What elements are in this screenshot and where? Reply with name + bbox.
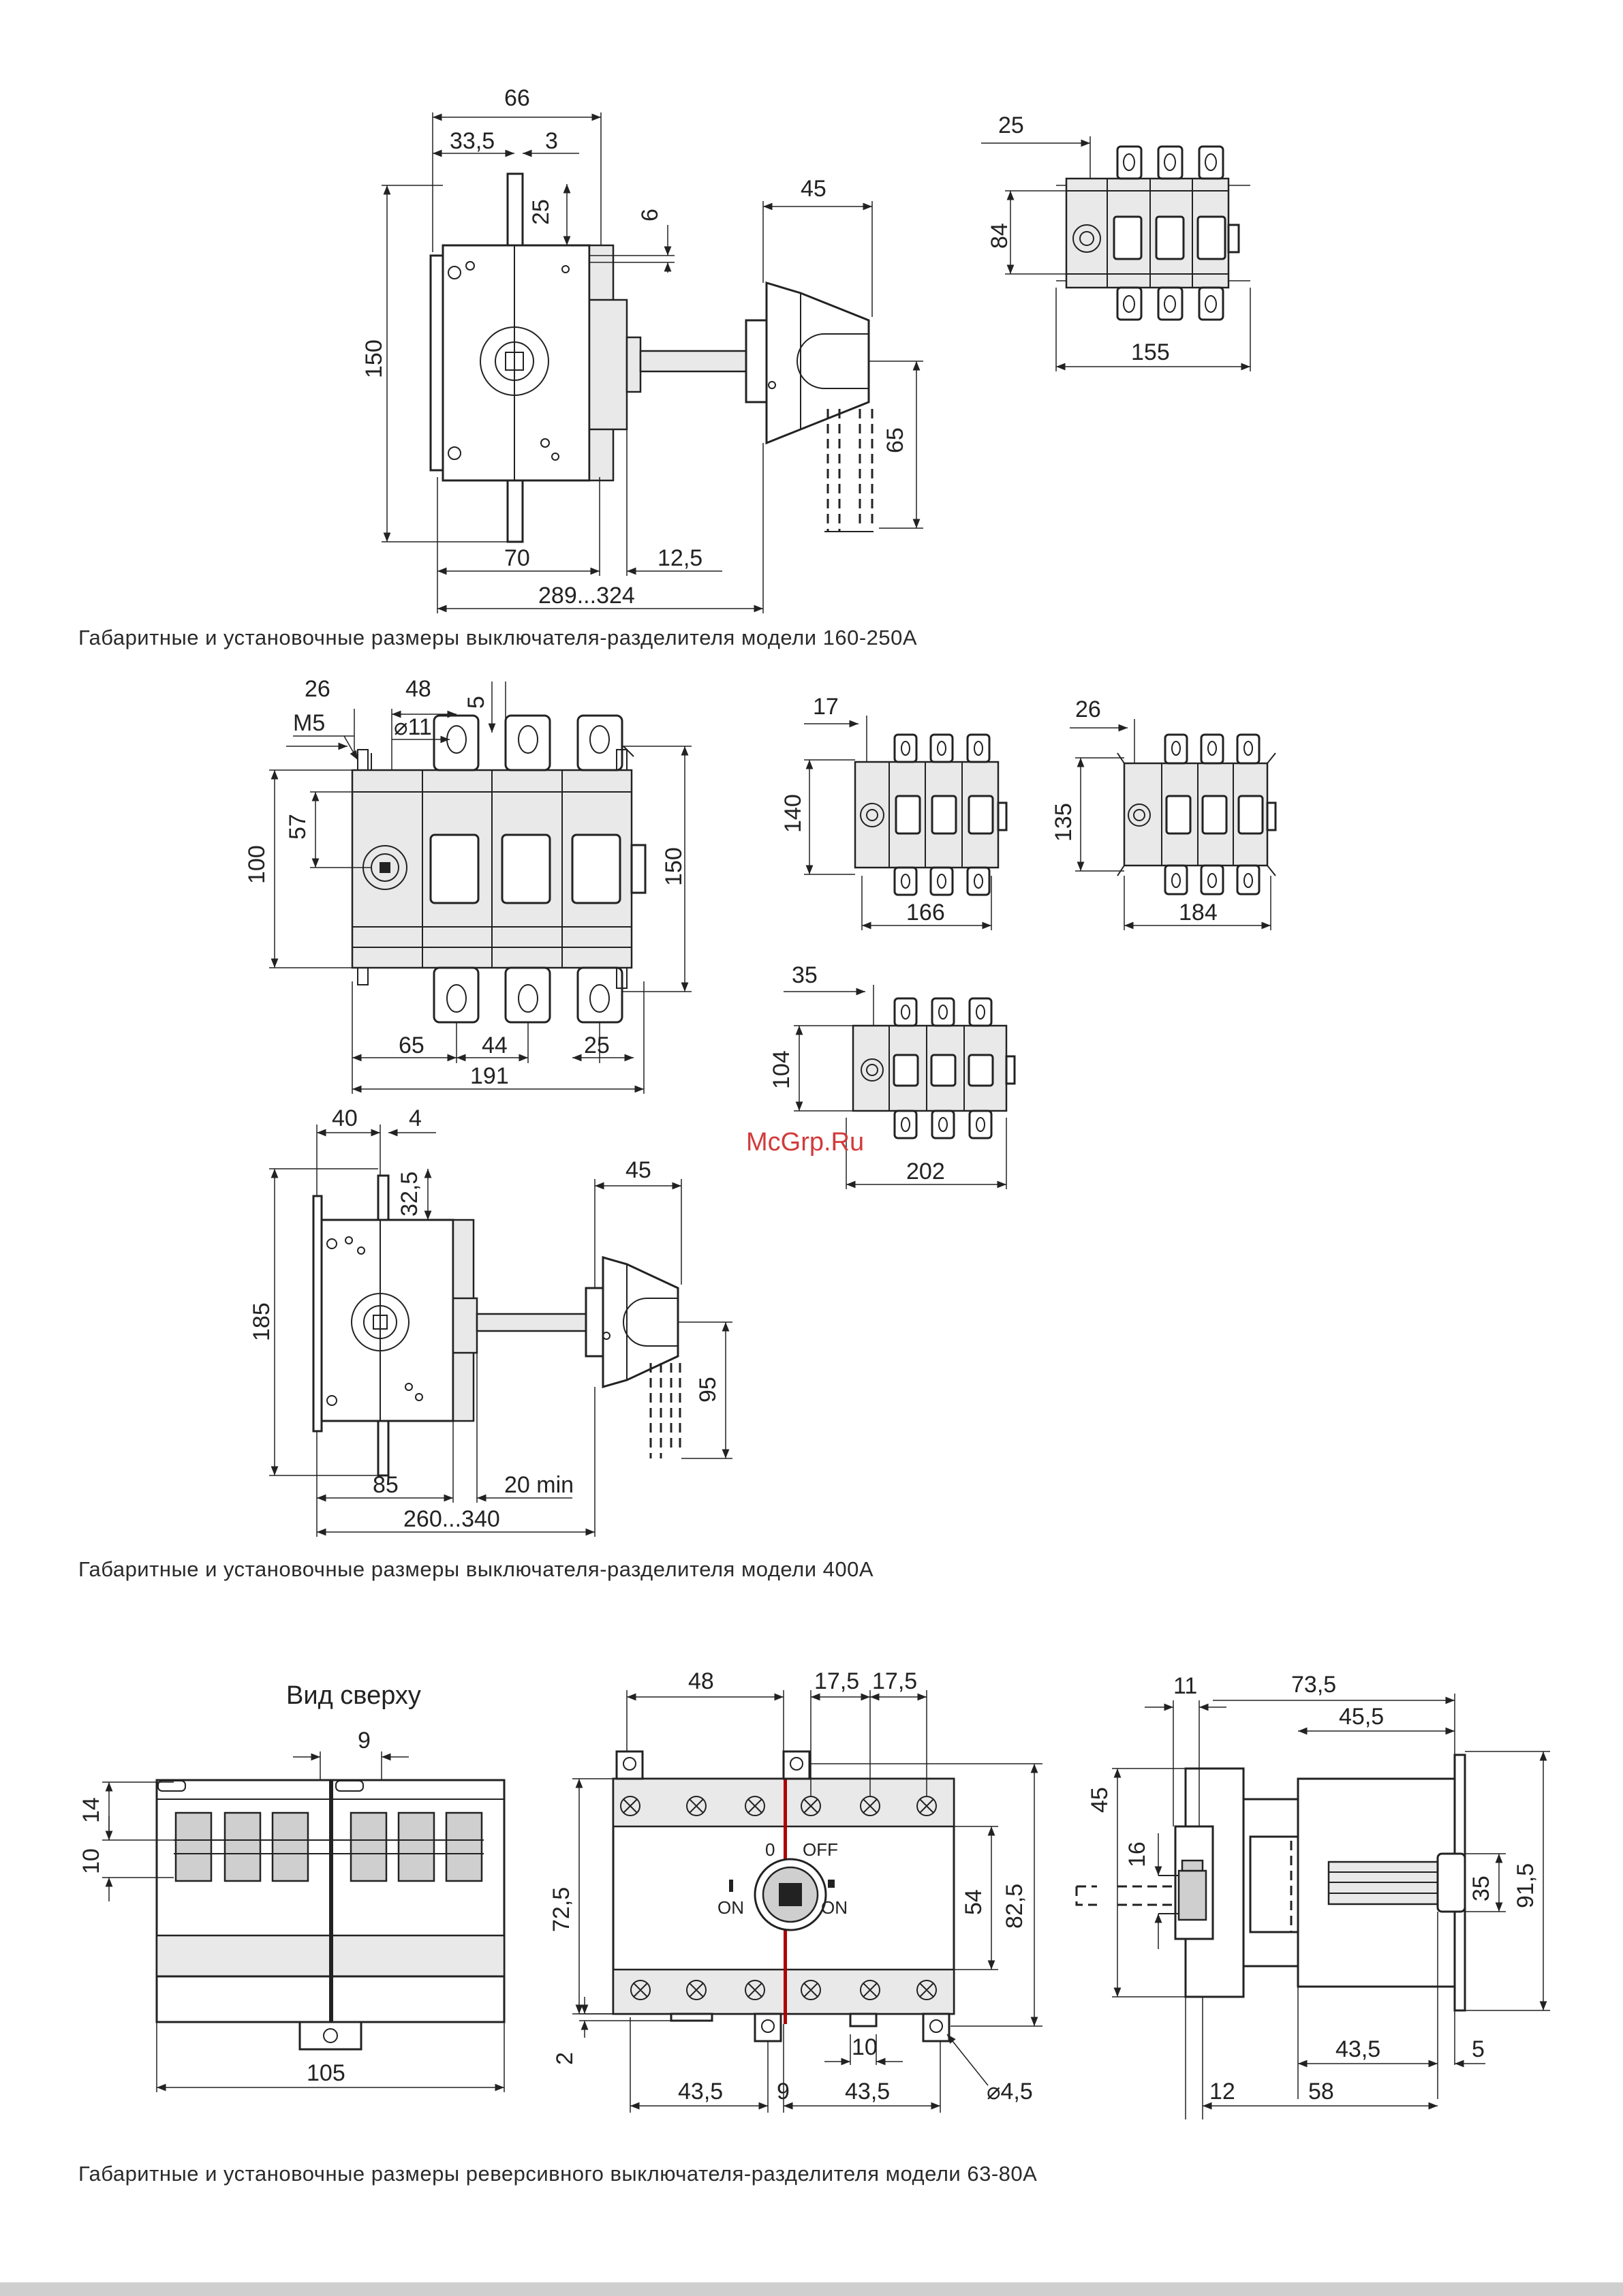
dim-150: 150: [361, 339, 387, 378]
dim-66: 66: [504, 85, 530, 111]
drawing-160-250-side-view: 66 33,5 3 25 6 150 45 65 70 12,5 289...3…: [361, 85, 923, 613]
bottom-rule: [0, 2282, 1623, 2296]
dim-26-v2: 26: [1075, 697, 1101, 722]
dim-dia11: ⌀11: [394, 714, 432, 740]
dim-25-400: 25: [584, 1032, 610, 1058]
drawing-63-80-front-view: 0 OFF ON ON 48 17,5 17,5 72,5 54 82,5 2: [548, 1668, 1042, 2113]
dim-26: 26: [305, 676, 330, 702]
dim-9-front: 9: [777, 2079, 790, 2104]
dim-82-5: 82,5: [1002, 1884, 1027, 1929]
label-0: 0: [765, 1839, 775, 1860]
label-m5: M5: [293, 710, 325, 736]
dim-35-side: 35: [1468, 1876, 1494, 1901]
dim-85: 85: [373, 1472, 399, 1498]
dim-155: 155: [1131, 339, 1170, 365]
dim-73-5: 73,5: [1291, 1672, 1336, 1698]
dim-35: 35: [792, 962, 818, 988]
dim-11-side: 11: [1173, 1673, 1197, 1699]
dim-17-5-b: 17,5: [872, 1668, 917, 1694]
dim-17-5-a: 17,5: [814, 1668, 859, 1694]
caption-model-63-80: Габаритные и установочные размеры реверс…: [78, 2162, 1038, 2186]
dim-45-5: 45,5: [1339, 1704, 1384, 1730]
dim-4: 4: [409, 1105, 422, 1131]
dim-43-5-side: 43,5: [1335, 2036, 1380, 2062]
dim-65: 65: [882, 427, 908, 453]
dim-191: 191: [470, 1063, 509, 1089]
dim-25-top: 25: [998, 112, 1024, 138]
dim-9-top: 9: [358, 1728, 371, 1754]
dim-25: 25: [528, 199, 554, 225]
dim-166: 166: [906, 900, 945, 925]
terminal-screws-bottom: [630, 1980, 937, 2000]
dim-17: 17: [813, 694, 839, 720]
dim-48: 48: [405, 676, 431, 702]
terminal-screws-top: [620, 1796, 937, 1816]
caption-model-400: Габаритные и установочные размеры выключ…: [78, 1557, 874, 1581]
dim-45-side: 45: [1087, 1787, 1113, 1813]
drawing-160-250-top-view: 25 84 155: [981, 112, 1251, 371]
dim-32-5: 32,5: [397, 1172, 422, 1216]
dim-5: 5: [463, 696, 489, 709]
dim-44: 44: [482, 1032, 508, 1058]
dim-43-5-a: 43,5: [678, 2079, 723, 2104]
dim-dia4-5: ⌀4,5: [987, 2079, 1033, 2104]
dim-45-400: 45: [625, 1157, 651, 1183]
dim-14: 14: [78, 1797, 104, 1823]
dim-58: 58: [1308, 2079, 1334, 2104]
dim-3: 3: [545, 128, 558, 154]
dim-2: 2: [552, 2052, 578, 2065]
label-off: OFF: [803, 1839, 838, 1860]
dim-91-5: 91,5: [1513, 1863, 1539, 1908]
dim-48-front: 48: [688, 1668, 714, 1694]
dim-65-400: 65: [399, 1032, 424, 1058]
dim-70: 70: [504, 545, 530, 571]
dim-105: 105: [307, 2060, 345, 2086]
dim-5-side: 5: [1472, 2036, 1485, 2062]
dim-43-5-b: 43,5: [845, 2079, 890, 2104]
drawing-400-view-202: 35 104 202: [769, 962, 1016, 1189]
label-top-view: Вид сверху: [286, 1681, 421, 1710]
dim-202: 202: [906, 1159, 945, 1184]
drawing-400-front-view: 26 48 5 M5 ⌀11 57 100 150 65 44 25 1: [244, 676, 692, 1094]
dim-40: 40: [332, 1105, 358, 1131]
dim-84: 84: [987, 223, 1013, 249]
dim-185: 185: [249, 1302, 275, 1341]
dim-140: 140: [780, 794, 806, 833]
dim-184: 184: [1179, 900, 1218, 925]
dim-10-front: 10: [852, 2034, 878, 2060]
drawing-400-side-view: 40 4 32,5 185 45 95 85 20 min 260...340: [249, 1105, 732, 1537]
dim-95: 95: [695, 1377, 721, 1403]
dim-12-5: 12,5: [658, 545, 702, 571]
watermark-text: McGrp.Ru: [746, 1128, 865, 1157]
dim-289-324: 289...324: [538, 583, 635, 609]
dim-54: 54: [961, 1889, 987, 1915]
drawing-63-80-side-view: 11 73,5 45,5 45 16 35 91,5 43,5 5 12 58: [1075, 1672, 1550, 2119]
dim-33-5: 33,5: [450, 128, 495, 154]
dim-104: 104: [769, 1050, 794, 1089]
label-on-right: ON: [821, 1897, 848, 1918]
drawing-63-80-top-view: Вид сверху 9 14 10 105: [78, 1681, 506, 2092]
dim-45: 45: [801, 176, 826, 202]
dim-6: 6: [637, 209, 663, 221]
dim-12-side: 12: [1209, 2079, 1235, 2104]
dim-16: 16: [1124, 1841, 1150, 1867]
dim-100: 100: [244, 845, 270, 884]
label-on-left: ON: [717, 1897, 744, 1918]
dim-72-5: 72,5: [548, 1887, 574, 1932]
dim-10-top: 10: [78, 1848, 104, 1874]
dim-260-340: 260...340: [403, 1506, 500, 1532]
dim-135: 135: [1051, 803, 1077, 842]
caption-model-160-250: Габаритные и установочные размеры выключ…: [78, 626, 918, 649]
drawing-400-view-184: 26 135 184: [1051, 697, 1277, 930]
dim-20-min: 20 min: [504, 1472, 574, 1498]
dim-57: 57: [285, 814, 311, 840]
drawing-400-view-166: 17 140 166: [780, 694, 1008, 930]
dim-150-400: 150: [661, 847, 687, 886]
